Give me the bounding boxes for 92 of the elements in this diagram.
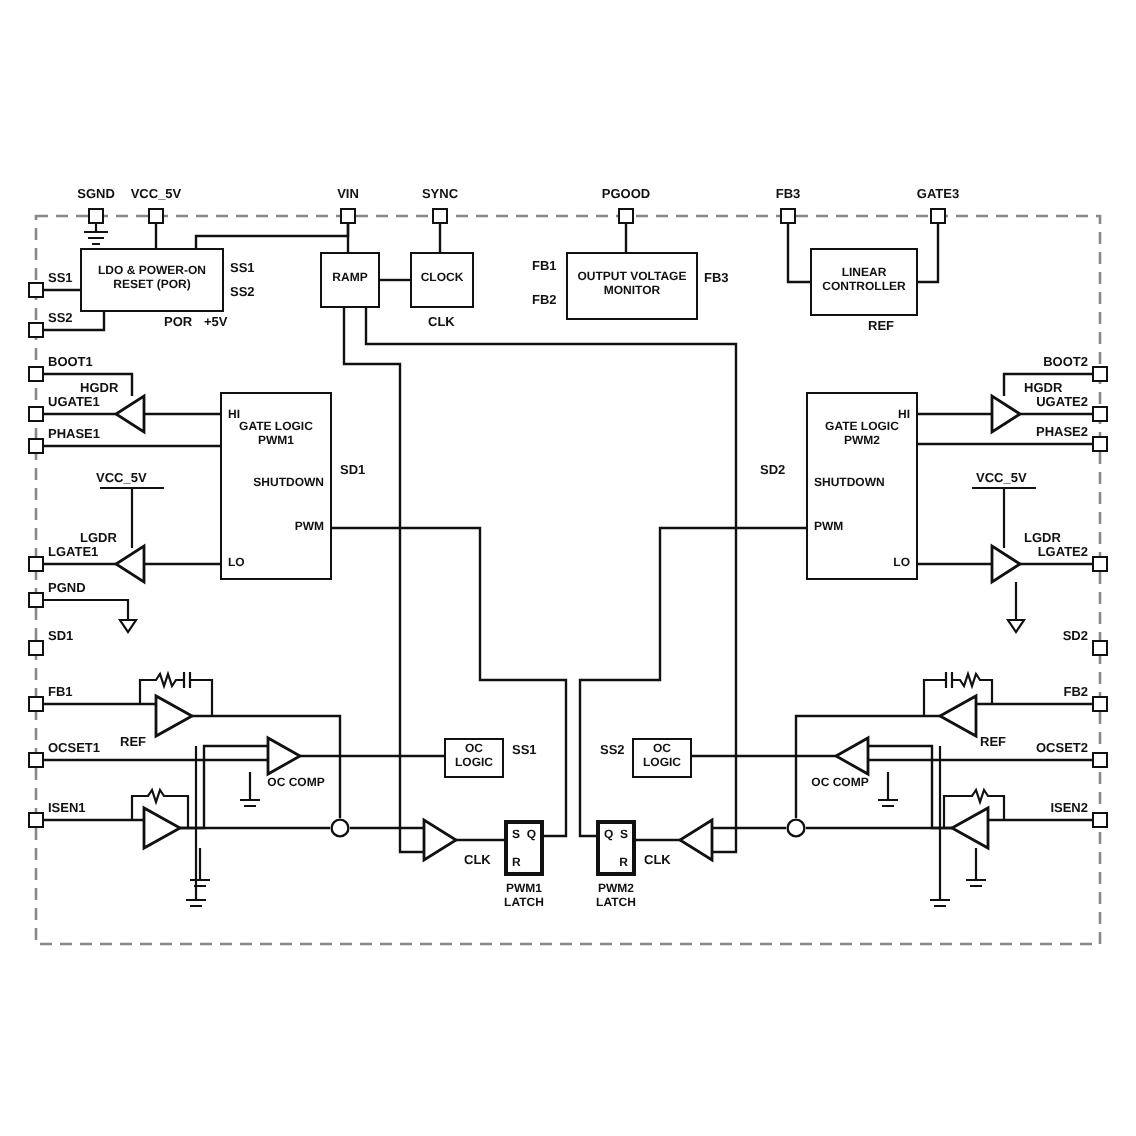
block-box <box>220 392 332 580</box>
wire <box>456 838 504 842</box>
wire <box>180 744 268 830</box>
wire <box>44 758 268 762</box>
block-box <box>410 252 474 308</box>
pin-square <box>780 208 796 224</box>
wire <box>918 224 940 284</box>
amplifier-symbol <box>144 808 180 848</box>
wire <box>194 224 350 248</box>
pin-square <box>28 812 44 828</box>
amplifier-symbol <box>836 738 868 774</box>
wire <box>918 562 992 566</box>
wire <box>44 312 106 332</box>
pin-square <box>28 752 44 768</box>
amplifier-symbol <box>268 738 300 774</box>
wire <box>332 526 568 838</box>
wire <box>692 754 836 758</box>
wire <box>44 288 80 292</box>
wire <box>794 714 940 818</box>
pin-square <box>28 696 44 712</box>
wire <box>44 412 116 416</box>
wire <box>578 526 806 838</box>
pin-square <box>28 366 44 382</box>
wire <box>300 754 444 758</box>
pin-square <box>432 208 448 224</box>
pin-square <box>340 208 356 224</box>
wire <box>438 224 442 252</box>
pin-square <box>28 640 44 656</box>
amplifier-symbol <box>940 696 976 736</box>
amplifier-symbol <box>156 696 192 736</box>
pin-square <box>88 208 104 224</box>
wire <box>988 818 1092 822</box>
pin-square <box>1092 406 1108 422</box>
amplifier-symbol <box>952 808 988 848</box>
pin-square <box>1092 556 1108 572</box>
pin-square <box>1092 640 1108 656</box>
wire <box>154 224 158 248</box>
summing-junction <box>330 818 350 838</box>
block-box <box>632 738 692 778</box>
pin-square <box>1092 812 1108 828</box>
pin-square <box>28 322 44 338</box>
summing-junction <box>786 818 806 838</box>
wire <box>44 818 144 822</box>
wire <box>712 826 786 830</box>
amplifier-symbol <box>680 820 712 860</box>
pin-square <box>28 592 44 608</box>
pin-square <box>28 438 44 454</box>
pin-square <box>618 208 634 224</box>
latch-box <box>504 820 544 876</box>
wire <box>1002 372 1092 396</box>
pin-square <box>1092 366 1108 382</box>
pin-square <box>1092 696 1108 712</box>
block-box <box>320 252 380 308</box>
wire <box>144 412 220 416</box>
pin-square <box>1092 436 1108 452</box>
amplifier-symbol <box>992 546 1020 582</box>
block-box <box>444 738 504 778</box>
wire <box>364 308 738 854</box>
wire <box>342 308 424 854</box>
amplifier-symbol <box>116 546 144 582</box>
wire <box>786 224 810 284</box>
wire <box>1020 562 1092 566</box>
pin-square <box>28 406 44 422</box>
wire <box>868 744 952 830</box>
wire <box>192 714 342 818</box>
wire <box>868 758 1092 762</box>
wire <box>44 562 116 566</box>
wire <box>624 224 628 252</box>
wire <box>1020 412 1092 416</box>
wire <box>636 838 680 842</box>
wire <box>44 702 156 706</box>
pin-square <box>148 208 164 224</box>
wire <box>976 702 1092 706</box>
pin-square <box>1092 752 1108 768</box>
amplifier-symbol <box>116 396 144 432</box>
wire <box>380 278 410 282</box>
block-box <box>80 248 224 312</box>
wire <box>350 826 424 830</box>
pin-square <box>930 208 946 224</box>
wire <box>918 442 1092 446</box>
block-box <box>806 392 918 580</box>
block-box <box>810 248 918 316</box>
latch-box <box>596 820 636 876</box>
pin-square <box>28 282 44 298</box>
pin-square <box>28 556 44 572</box>
wire <box>44 444 220 448</box>
wire <box>44 372 134 396</box>
amplifier-symbol <box>424 820 456 860</box>
wire <box>144 562 220 566</box>
wire <box>918 412 992 416</box>
amplifier-symbol <box>992 396 1020 432</box>
block-box <box>566 252 698 320</box>
